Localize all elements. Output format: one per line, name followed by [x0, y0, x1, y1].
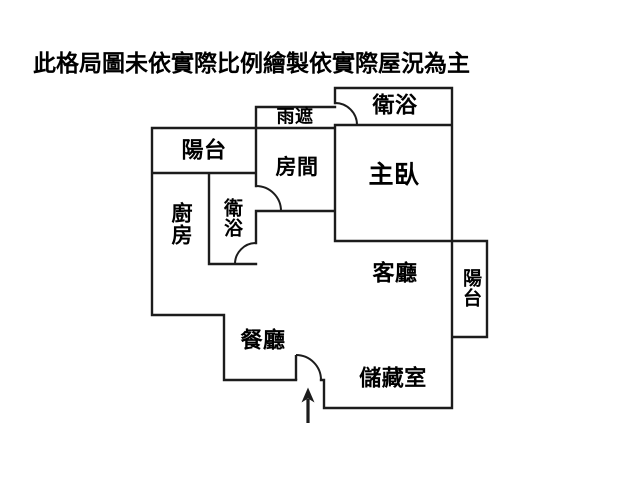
room-label-bath-top: 衛浴	[372, 92, 418, 118]
room-label-dining-room: 餐廳	[240, 327, 286, 353]
room-label-storage: 儲藏室	[359, 365, 427, 391]
door-arc-entrance	[295, 354, 322, 381]
room-label-master-bedroom: 主臥	[368, 160, 420, 189]
entrance-arrow-icon	[301, 387, 315, 423]
door-arc-bath-inner	[234, 242, 257, 265]
room-label-rain-cover: 雨遮	[276, 106, 314, 127]
door-arc-bath-top	[334, 102, 358, 126]
floorplan-walls	[150, 86, 489, 410]
room-label-balcony-right: 陽台	[459, 268, 481, 308]
entrance-door	[294, 354, 322, 381]
door-arc-bedroom	[255, 185, 282, 212]
room-label-balcony-left: 陽台	[181, 137, 227, 163]
room-label-bath-inner: 衛浴	[220, 198, 242, 238]
room-label-bedroom: 房間	[275, 155, 319, 179]
disclaimer-text: 此格局圖未依實際比例繪製依實際屋況為主	[33, 50, 470, 76]
room-label-living-room: 客廳	[372, 260, 418, 286]
room-label-kitchen: 廚房	[169, 202, 193, 246]
